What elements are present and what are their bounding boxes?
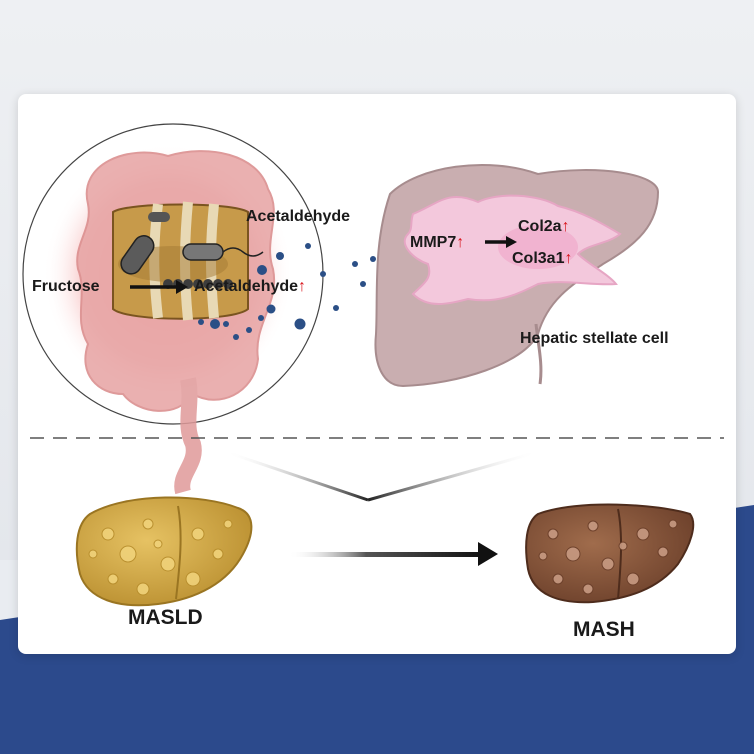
mmp7-to-collagen-arrow [485,236,517,248]
up-arrow-icon: ↑ [561,218,570,235]
mmp7-label: MMP7↑ [410,234,464,252]
mash-label: MASH [573,618,635,641]
diagram-canvas [22,123,724,607]
col2a-text: Col2a [518,218,562,235]
mash-liver-illustration [525,503,695,604]
fermentation-barrel-icon [112,201,249,321]
liver-with-stellate-cell [374,164,660,388]
progression-arrow [288,542,498,566]
gut-magnifier [22,123,324,495]
up-arrow-icon: ↑ [456,234,465,251]
hepatic-stellate-cell-label: Hepatic stellate cell [520,330,669,347]
mmp7-text: MMP7 [410,234,457,251]
col3a1-label: Col3a1↑ [512,250,572,268]
col3a1-text: Col3a1 [512,250,565,267]
col2a-label: Col2a↑ [518,218,570,236]
up-arrow-icon: ↑ [564,250,573,267]
fructose-label: Fructose [32,278,100,295]
up-arrow-icon: ↑ [298,278,307,295]
convergence-chevron [225,450,539,502]
masld-label: MASLD [128,606,203,629]
intestine-illustration [76,150,276,495]
fructose-to-acetaldehyde-arrow [130,280,188,294]
graphical-abstract-card: Acetaldehyde Fructose Acetaldehyde↑ MMP7… [18,94,736,654]
acetaldehyde-label-top: Acetaldehyde [246,208,351,225]
acetaldehyde-increase-label: Acetaldehyde↑ [194,278,306,296]
acetaldehyde-gut-text: Acetaldehyde [194,278,299,295]
masld-liver-illustration [75,496,253,607]
